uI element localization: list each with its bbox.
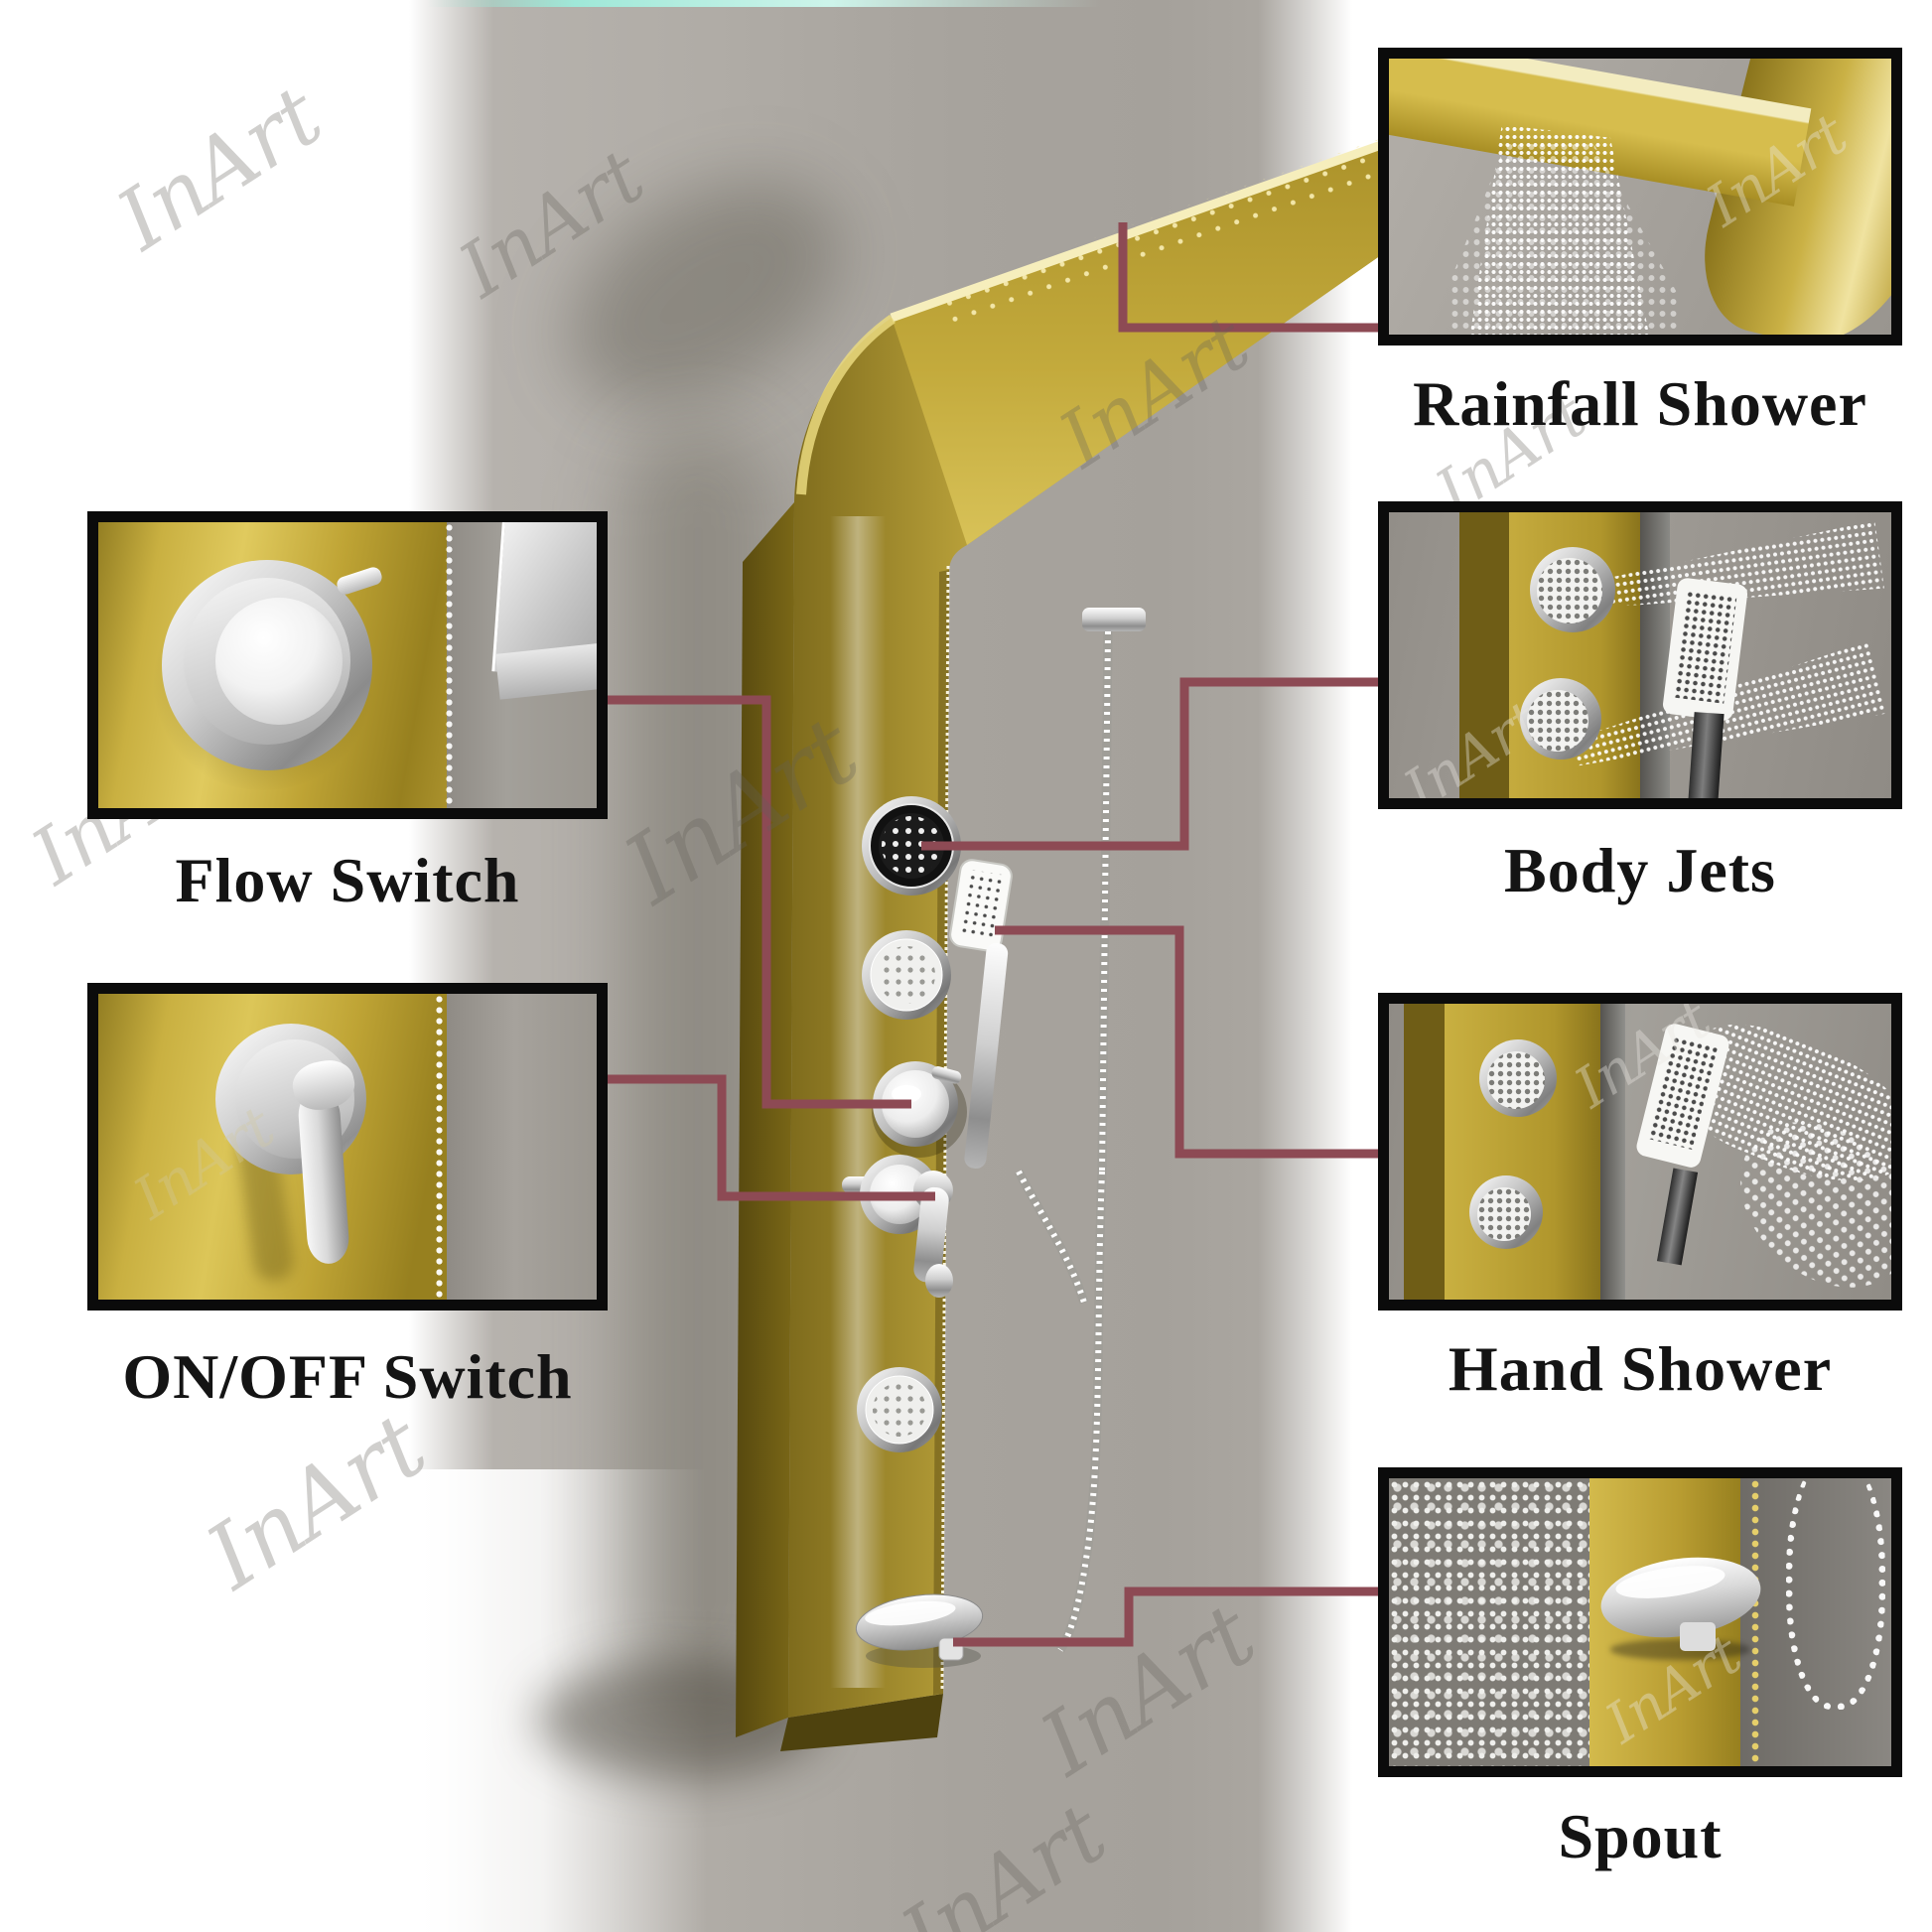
spout-nub bbox=[1680, 1622, 1716, 1651]
flow-knob-face bbox=[215, 598, 343, 725]
bend-highlight bbox=[796, 314, 896, 495]
hand-shower-rail bbox=[1599, 1004, 1625, 1300]
connector-on-off bbox=[602, 1074, 935, 1201]
on-off-edge-trim bbox=[434, 994, 444, 1300]
panel-side-face bbox=[736, 502, 794, 1737]
hand-box-jet-face-bottom bbox=[1476, 1186, 1531, 1241]
connector-body-jets bbox=[921, 677, 1382, 851]
connector-spout bbox=[953, 1587, 1382, 1647]
label-rainfall-shower: Rainfall Shower bbox=[1413, 368, 1867, 439]
flow-switch-edge-trim bbox=[444, 522, 454, 808]
body-jets-rail bbox=[1640, 512, 1671, 798]
flow-switch-knob bbox=[872, 1061, 967, 1158]
connector-hand-shower bbox=[995, 925, 1382, 1159]
hand-shower-handle-small bbox=[1687, 711, 1725, 798]
body-jet-face-bottom bbox=[1527, 689, 1589, 752]
rainfall-arm-nozzle-dots bbox=[933, 123, 1448, 328]
connector-flow-switch bbox=[602, 695, 911, 1109]
callout-box-body-jets: InArt bbox=[1378, 501, 1902, 809]
label-hand-shower: Hand Shower bbox=[1448, 1333, 1833, 1404]
body-jet-face-top bbox=[1537, 558, 1603, 624]
spout-shadow bbox=[1609, 1639, 1751, 1660]
body-jet-bottom bbox=[857, 1367, 942, 1452]
hand-box-jet-face-top bbox=[1486, 1050, 1545, 1109]
spout-water-mist bbox=[1389, 1478, 1590, 1766]
label-body-jets: Body Jets bbox=[1504, 835, 1776, 905]
label-spout: Spout bbox=[1558, 1801, 1723, 1871]
body-jets-panel-edge bbox=[1458, 512, 1510, 798]
hose-and-bracket bbox=[1015, 608, 1146, 1653]
wall-fade bbox=[409, 1469, 707, 1932]
label-on-off-switch: ON/OFF Switch bbox=[122, 1341, 573, 1412]
callout-box-hand-shower: InArt bbox=[1378, 993, 1902, 1311]
spout-hose-loop bbox=[1785, 1478, 1885, 1711]
panel-bottom-face bbox=[780, 1694, 943, 1751]
top-teal-strip bbox=[427, 0, 1102, 7]
body-jet-middle bbox=[862, 930, 951, 1020]
spout bbox=[855, 1593, 984, 1668]
callout-box-rainfall-shower: InArt bbox=[1378, 48, 1902, 345]
callout-box-spout: InArt bbox=[1378, 1467, 1902, 1777]
connector-lines bbox=[602, 222, 1382, 1647]
callout-box-on-off-switch: InArt bbox=[87, 983, 608, 1311]
shower-panel-product bbox=[736, 96, 1537, 1751]
callout-box-flow-switch bbox=[87, 511, 608, 819]
hand-shower-panel-edge bbox=[1404, 1004, 1445, 1300]
connector-rainfall bbox=[1118, 222, 1382, 333]
body-jet-top bbox=[862, 796, 961, 896]
spout-gold-bead-trim bbox=[1750, 1478, 1761, 1766]
label-flow-switch: Flow Switch bbox=[175, 845, 520, 915]
on-off-wall bbox=[447, 994, 597, 1300]
